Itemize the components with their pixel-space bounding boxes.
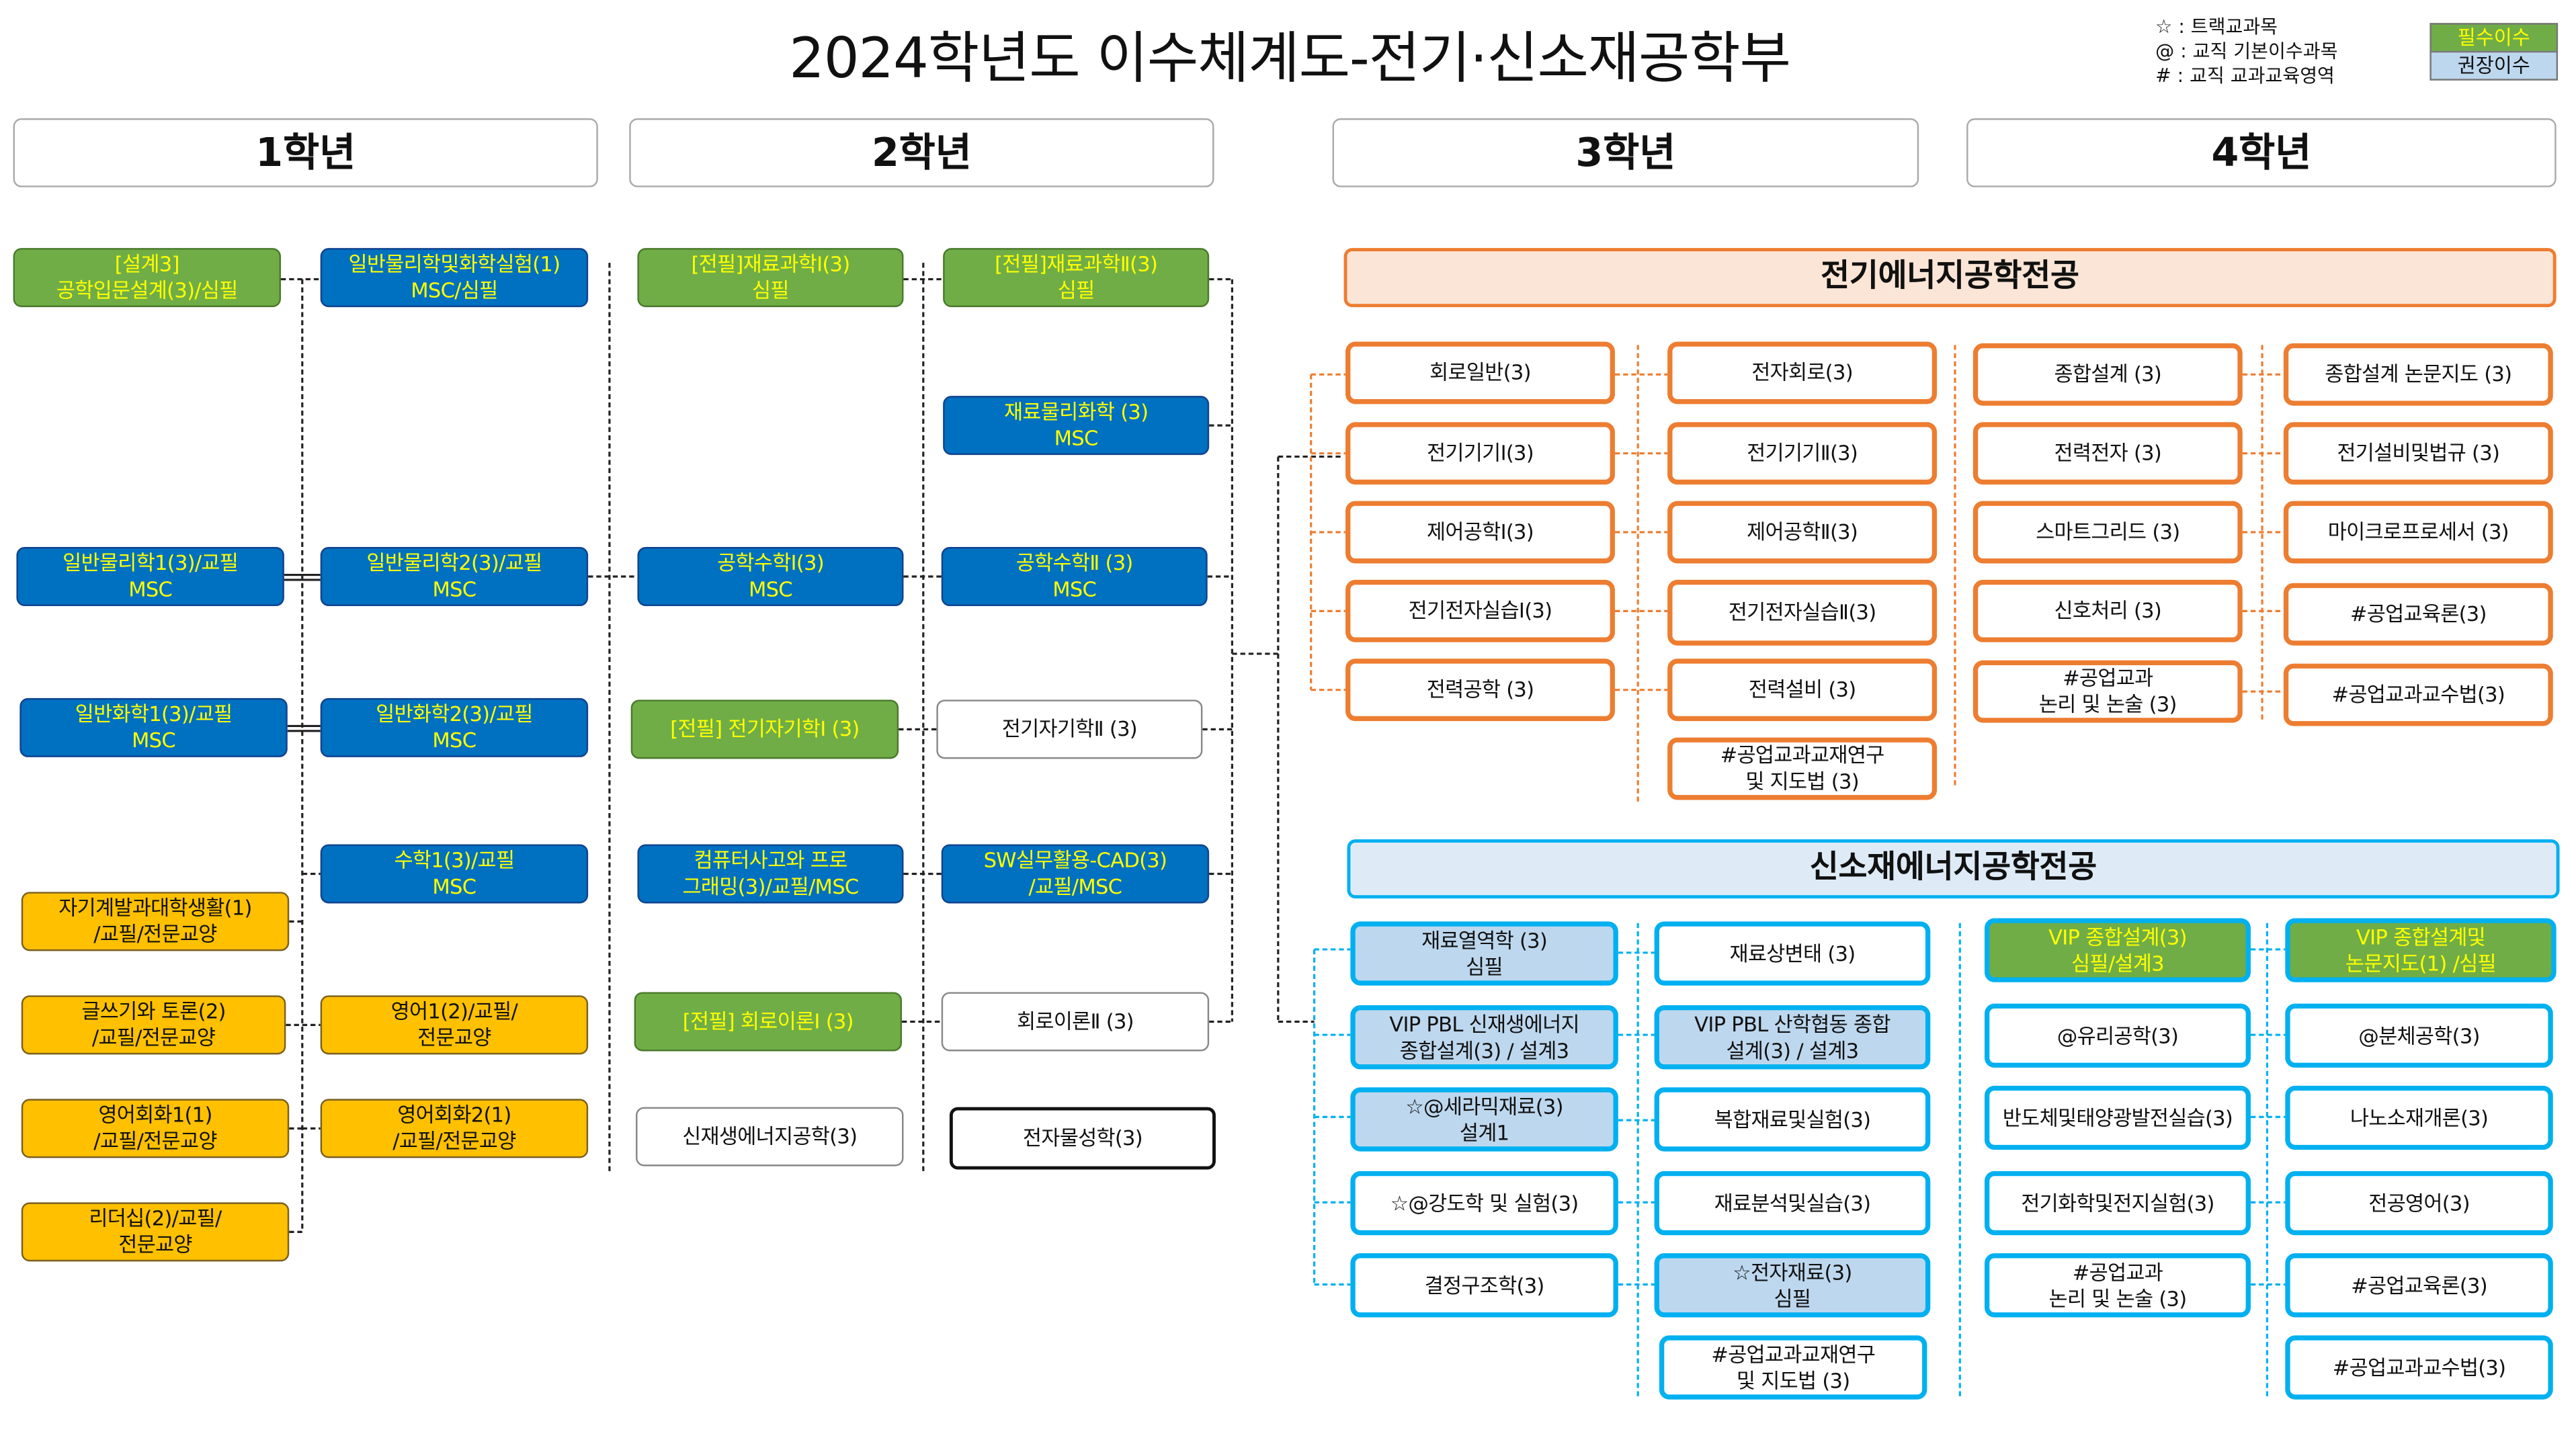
course-box: 전력공학 (3) bbox=[1345, 659, 1615, 722]
course-box: #공업교과교수법(3) bbox=[2285, 1335, 2553, 1400]
course-box: 전기기기Ⅰ(3) bbox=[1345, 422, 1615, 485]
course-box: 영어회화2(1) /교필/전문교양 bbox=[320, 1099, 589, 1158]
course-box: #공업교육론(3) bbox=[2285, 1253, 2553, 1318]
course-box: 반도체및태양광발전실습(3) bbox=[1984, 1085, 2251, 1150]
course-box: 전기전자실습Ⅱ(3) bbox=[1667, 579, 1938, 646]
course-box: 신호처리 (3) bbox=[1972, 579, 2243, 642]
legend-symbols: ☆ : 트랙교과목 @ : 교직 기본이수과목 # : 교직 교과교육영역 bbox=[2155, 15, 2337, 89]
course-box: ☆전자재료(3) 심필 bbox=[1654, 1253, 1931, 1318]
course-box: SW실무활용-CAD(3) /교필/MSC bbox=[941, 844, 1210, 904]
course-box: 회로이론Ⅱ (3) bbox=[941, 992, 1210, 1052]
course-box: 자기계발과대학생활(1) /교필/전문교양 bbox=[21, 892, 290, 951]
legend-teaching-edu-symbol: # : 교직 교과교육영역 bbox=[2155, 64, 2335, 87]
course-box: 나노소재개론(3) bbox=[2285, 1085, 2553, 1150]
course-box: 전기설비및법규 (3) bbox=[2283, 422, 2553, 485]
course-box: 재료열역학 (3) 심필 bbox=[1350, 921, 1618, 986]
course-box: 재료물리화학 (3) MSC bbox=[943, 396, 1210, 456]
course-box: 스마트그리드 (3) bbox=[1972, 501, 2243, 564]
course-box: VIP PBL 산학협동 종합 설계(3) / 설계3 bbox=[1654, 1005, 1931, 1070]
course-box: VIP PBL 신재생에너지 종합설계(3) / 설계3 bbox=[1350, 1005, 1618, 1070]
course-box: 종합설계 논문지도 (3) bbox=[2283, 343, 2553, 406]
page-title: 2024학년도 이수체계도-전기·신소재공학부 bbox=[789, 26, 1791, 92]
course-box: 일반물리학2(3)/교필 MSC bbox=[320, 547, 589, 607]
course-box: ☆@강도학 및 실험(3) bbox=[1350, 1171, 1618, 1236]
course-box: @분체공학(3) bbox=[2285, 1003, 2553, 1068]
course-box: 전기전자실습Ⅰ(3) bbox=[1345, 579, 1615, 642]
course-box: 전력전자 (3) bbox=[1972, 422, 2243, 485]
course-box: 전공영어(3) bbox=[2285, 1171, 2553, 1236]
course-box: 전기기기Ⅱ(3) bbox=[1667, 422, 1938, 485]
course-box: #공업교과 논리 및 논술 (3) bbox=[1972, 660, 2243, 723]
year-header-2: 2학년 bbox=[629, 118, 1214, 187]
major-newmaterial-header: 신소재에너지공학전공 bbox=[1347, 839, 2560, 899]
course-box: 전력설비 (3) bbox=[1667, 659, 1938, 722]
course-box: 결정구조학(3) bbox=[1350, 1253, 1618, 1318]
year-header-4: 4학년 bbox=[1966, 118, 2557, 187]
course-box: @유리공학(3) bbox=[1984, 1003, 2251, 1068]
course-box: #공업교과교재연구 및 지도법 (3) bbox=[1667, 737, 1938, 800]
course-box: #공업교과교수법(3) bbox=[2283, 663, 2553, 726]
course-box: [전필] 전기자기학Ⅰ (3) bbox=[630, 699, 899, 759]
course-box: [설계3] 공학입문설계(3)/심필 bbox=[13, 248, 282, 308]
course-box: 전자회로(3) bbox=[1667, 341, 1938, 405]
year-header-3: 3학년 bbox=[1332, 118, 1919, 187]
course-box: 일반화학2(3)/교필 MSC bbox=[320, 697, 589, 757]
course-box: 글쓰기와 토론(2) /교필/전문교양 bbox=[21, 995, 286, 1055]
course-box: ☆@세라믹재료(3) 설계1 bbox=[1350, 1087, 1618, 1152]
course-box: 수학1(3)/교필 MSC bbox=[320, 844, 589, 904]
legend-track-symbol: ☆ : 트랙교과목 bbox=[2155, 15, 2278, 38]
legend-recommended: 권장이수 bbox=[2429, 50, 2559, 81]
course-box: [전필]재료과학Ⅰ(3) 심필 bbox=[637, 248, 904, 308]
course-box: 회로일반(3) bbox=[1345, 341, 1615, 405]
course-box: 전자물성학(3) bbox=[949, 1107, 1216, 1170]
course-box: 공학수학Ⅱ (3) MSC bbox=[941, 547, 1208, 607]
course-box: #공업교과 논리 및 논술 (3) bbox=[1984, 1253, 2251, 1318]
course-box: 제어공학Ⅱ(3) bbox=[1667, 501, 1938, 564]
course-box: 영어회화1(1) /교필/전문교양 bbox=[21, 1099, 290, 1158]
course-box: 제어공학Ⅰ(3) bbox=[1345, 501, 1615, 564]
course-box: 리더십(2)/교필/ 전문교양 bbox=[21, 1202, 290, 1262]
course-box: 전기화학및전지실험(3) bbox=[1984, 1171, 2251, 1236]
course-box: 재료상변태 (3) bbox=[1654, 921, 1931, 986]
course-box: 영어1(2)/교필/ 전문교양 bbox=[320, 995, 589, 1055]
course-box: VIP 종합설계(3) 심필/설계3 bbox=[1984, 918, 2251, 982]
course-box: #공업교육론(3) bbox=[2283, 583, 2553, 646]
course-box: 일반물리학및화학실험(1) MSC/심필 bbox=[320, 248, 589, 308]
course-box: 복합재료및실험(3) bbox=[1654, 1087, 1931, 1152]
course-box: 마이크로프로세서 (3) bbox=[2283, 501, 2553, 564]
course-box: 공학수학Ⅰ(3) MSC bbox=[637, 547, 904, 607]
course-box: #공업교과교재연구 및 지도법 (3) bbox=[1659, 1335, 1927, 1400]
year-header-1: 1학년 bbox=[13, 118, 598, 187]
course-box: 전기자기학Ⅱ (3) bbox=[936, 699, 1203, 759]
major-electric-header: 전기에너지공학전공 bbox=[1343, 248, 2557, 308]
course-box: VIP 종합설계및 논문지도(1) /심필 bbox=[2285, 918, 2557, 982]
course-box: 신재생에너지공학(3) bbox=[636, 1107, 904, 1166]
course-box: 종합설계 (3) bbox=[1972, 343, 2243, 406]
course-box: 일반화학1(3)/교필 MSC bbox=[19, 697, 288, 757]
course-box: 일반물리학1(3)/교필 MSC bbox=[16, 547, 284, 607]
course-box: [전필] 회로이론Ⅰ (3) bbox=[634, 992, 903, 1052]
course-box: 재료분석및실습(3) bbox=[1654, 1171, 1931, 1236]
legend-required: 필수이수 bbox=[2429, 23, 2559, 53]
legend-teaching-basic-symbol: @ : 교직 기본이수과목 bbox=[2155, 39, 2338, 62]
course-box: [전필]재료과학Ⅱ(3) 심필 bbox=[943, 248, 1210, 308]
course-box: 컴퓨터사고와 프로 그래밍(3)/교필/MSC bbox=[637, 844, 904, 904]
